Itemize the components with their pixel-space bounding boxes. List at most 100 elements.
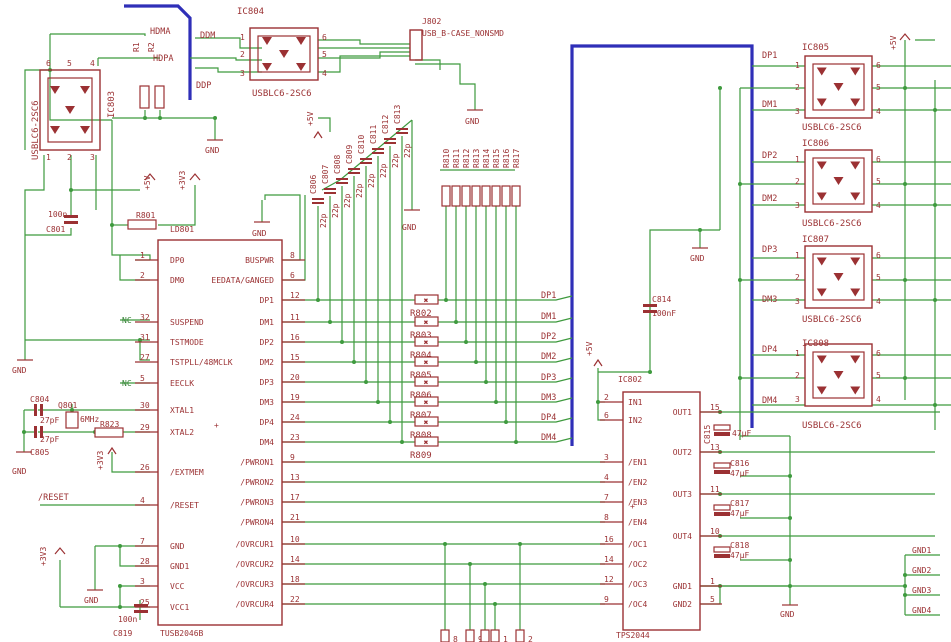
pulldown-capacitor-value: 22p (403, 143, 412, 158)
ic802-pin-name: /OC3 (628, 580, 647, 589)
resistor-r823: R823 (94, 420, 124, 438)
svg-text:C818: C818 (730, 541, 749, 550)
net-label-gnd1: GND1 (912, 546, 931, 555)
ic802-pin-number: 4 (604, 473, 609, 482)
svg-text:✖: ✖ (424, 398, 429, 407)
ic801-pin-number: 25 (140, 598, 150, 607)
net-label-gnd3: GND3 (912, 586, 931, 595)
pulldown-capacitor-ref: C808 (333, 155, 342, 174)
diode-icon (816, 257, 827, 266)
tvs-pin-number: 5 (876, 273, 881, 282)
ic803-ref: IC803 (107, 91, 117, 118)
ic802-pin-number: 12 (604, 575, 614, 584)
ic801-pin-name: XTAL2 (170, 428, 194, 437)
pulldown-resistor-ref: R811 (452, 149, 461, 168)
net-label-dp1-b: DP1 (762, 51, 777, 61)
pulldown-resistor: R815 (491, 149, 501, 207)
diode-icon (50, 126, 60, 134)
pulldown-capacitor-value: 22p (319, 213, 328, 228)
ic802-pin-number: 6 (604, 411, 609, 420)
pulldown-capacitor-value: 22p (343, 193, 352, 208)
ic801-pin-name: SUSPEND (170, 318, 204, 327)
diode-icon (816, 386, 827, 395)
svg-text:C817: C817 (730, 499, 749, 508)
resistor-r2 (154, 85, 165, 109)
svg-text:✖: ✖ (424, 438, 429, 447)
svg-text:C805: C805 (30, 448, 49, 457)
ic801-pin-name: VCC (170, 582, 185, 591)
svg-text:27pF: 27pF (40, 435, 59, 444)
nc-label-suspend: NC (122, 316, 132, 325)
zener-icon (65, 106, 75, 114)
pulldown-resistor-ref: R816 (502, 149, 511, 168)
ic801-pin-number: 15 (290, 353, 300, 362)
tvs-pin-number: 3 (795, 107, 800, 116)
gnd-symbol: GND (465, 109, 483, 126)
ic802-pin-number: 16 (604, 535, 614, 544)
net-label-ddm: DDM (200, 31, 215, 41)
tvs-pin-number: 3 (90, 153, 95, 162)
tvs-pin-number: 2 (795, 177, 800, 186)
series-resistor: ✖R805 (410, 356, 439, 381)
svg-text:C801: C801 (46, 225, 65, 234)
ic801-pin-name: GND (170, 542, 185, 551)
tvs-pin-number: 6 (46, 59, 51, 68)
pulldown-capacitor-value: 22p (331, 203, 340, 218)
ic802-pin-name: /EN4 (628, 518, 647, 527)
ic802-pin-name: IN2 (628, 416, 643, 425)
bottom-resistor-ref: 8 (453, 635, 458, 642)
zener-icon (279, 50, 289, 58)
ic801-pin-name: DM3 (260, 398, 275, 407)
ic801-pin-number: 14 (290, 555, 300, 564)
ic801-pin-name: /RESET (170, 501, 199, 510)
ic807-ref: IC807 (802, 235, 829, 245)
gnd-symbol: GND (780, 604, 798, 619)
net-label-hdpa: HDPA (153, 54, 173, 64)
ic801-pin-name: XTAL1 (170, 406, 194, 415)
ic801-pin-name: /OVRCUR1 (235, 540, 274, 549)
pulldown-capacitor-ref: C809 (345, 145, 354, 164)
pulldown-capacitor-ref: C811 (369, 125, 378, 144)
pulldown-resistor: R817 (511, 149, 521, 207)
gnd-symbol: GND (402, 209, 420, 232)
ic801-pin-number: 31 (140, 333, 150, 342)
svg-text:R823: R823 (100, 420, 119, 429)
svg-text:100nF: 100nF (652, 309, 676, 318)
svg-text:✖: ✖ (424, 338, 429, 347)
series-resistor-ref: R807 (410, 411, 432, 421)
ic802-pin-name: /EN1 (628, 458, 647, 467)
net-label-hdma: HDMA (150, 27, 170, 37)
ic802-pin-number: 3 (604, 453, 609, 462)
svg-text:+: + (214, 421, 219, 430)
pulldown-resistor-ref: R810 (442, 149, 451, 168)
ic801-pin-number: 7 (140, 537, 145, 546)
ic801-pin-name: DP4 (260, 418, 275, 427)
ic801-pin-number: 24 (290, 413, 300, 422)
diode-icon (816, 288, 827, 297)
ic801-hub-controller: + TUSB2046B 1DP02DM032SUSPEND31TSTMODE27… (135, 239, 305, 638)
ic803-value: USBLC6-2SC6 (31, 100, 41, 160)
tvs-pin-number: 5 (67, 59, 72, 68)
pulldown-capacitor-value: 22p (391, 153, 400, 168)
bottom-resistor: 8 (440, 629, 458, 642)
ic802-pin-number: 11 (710, 485, 720, 494)
diode-icon (816, 67, 827, 76)
pulldown-resistor: R816 (501, 149, 511, 207)
ic802-pin-name: /OC2 (628, 560, 647, 569)
tvs-pin-number: 6 (876, 155, 881, 164)
net-label-reset: /RESET (38, 493, 69, 503)
bottom-resistor-ref: 2 (528, 635, 533, 642)
svg-text:LD801: LD801 (170, 225, 194, 234)
tvs-pin-number: 3 (240, 69, 245, 78)
ic801-pin-number: 3 (140, 577, 145, 586)
gnd-symbol: GND (252, 221, 270, 238)
pulldown-resistor-ref: R815 (492, 149, 501, 168)
j802-value: USB_B-CASE_NONSMD (422, 29, 504, 38)
svg-text:6MHz: 6MHz (80, 415, 99, 424)
ic801-pin-name: /PWRON2 (240, 478, 274, 487)
ic801-pin-name: TSTPLL/48MCLK (170, 358, 233, 367)
diode-icon (816, 192, 827, 201)
